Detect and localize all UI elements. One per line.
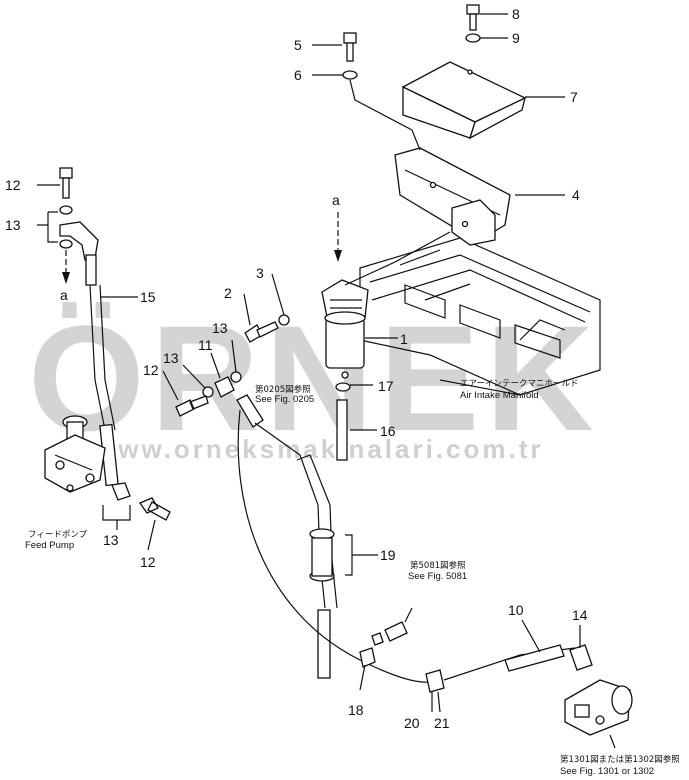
callout-12-top: 12 xyxy=(5,177,21,193)
callout-2: 2 xyxy=(224,285,232,301)
fig1301-label-en: See Fig. 1301 or 1302 xyxy=(560,766,654,777)
watermark-url: www.orneksmakinalari.com.tr xyxy=(94,434,544,464)
bolt-12b xyxy=(175,395,209,417)
callout-3: 3 xyxy=(256,265,264,281)
banjo-fitting xyxy=(59,221,99,261)
bolt-path-5 xyxy=(349,79,421,151)
callout-4: 4 xyxy=(572,187,580,203)
fitting-20 xyxy=(425,669,445,693)
callout-8: 8 xyxy=(512,6,520,22)
mounting-bracket xyxy=(394,147,511,246)
fitting-13d xyxy=(111,482,131,501)
fig0205-label-jp: 第0205図参照 xyxy=(255,384,311,395)
callout-13-mid: 13 xyxy=(163,350,179,366)
callout-16: 16 xyxy=(380,423,396,439)
bolt-12c xyxy=(139,497,171,521)
callout-21: 21 xyxy=(434,715,450,731)
drain-tube xyxy=(317,609,331,679)
callout-7: 7 xyxy=(570,89,578,105)
clip-18 xyxy=(359,647,376,668)
fitting-5081 xyxy=(384,621,408,642)
air-intake-manifold xyxy=(359,237,601,396)
callout-10: 10 xyxy=(508,602,524,618)
callout-18: 18 xyxy=(348,702,364,718)
elbow-14 xyxy=(569,644,593,671)
manifold-label-en: Air Intake Manifold xyxy=(460,390,539,401)
washer-13c xyxy=(202,386,214,398)
callout-1: 1 xyxy=(400,331,408,347)
clip-17 xyxy=(335,382,351,392)
view-arrow-top-head xyxy=(334,250,342,262)
feedpump-label-en: Feed Pump xyxy=(25,540,74,551)
hose-end-upper xyxy=(236,394,264,428)
callouts: 1 2 3 4 5 6 7 8 9 10 11 12 12 12 13 13 1… xyxy=(5,6,588,731)
callout-12-mid: 12 xyxy=(143,362,159,378)
view-arrow-left-head xyxy=(62,272,70,284)
drain-line xyxy=(237,409,431,683)
arrow-5081 xyxy=(404,607,413,623)
view-marker-left: a xyxy=(60,287,68,303)
leader-lines xyxy=(37,13,616,749)
feed-pump xyxy=(44,415,106,493)
callout-15: 15 xyxy=(140,289,156,305)
callout-19: 19 xyxy=(380,547,396,563)
callout-5: 5 xyxy=(294,37,302,53)
tube-10 xyxy=(504,644,565,672)
washer-13a-top xyxy=(59,205,73,215)
callout-17: 17 xyxy=(378,378,394,394)
fuel-filter xyxy=(321,231,451,379)
hose-15 xyxy=(89,284,106,431)
washer-9 xyxy=(465,33,481,43)
washer-6 xyxy=(342,70,358,80)
callout-6: 6 xyxy=(294,67,302,83)
tube-16 xyxy=(336,399,348,461)
cover-plate xyxy=(401,61,527,140)
manifold-label-jp: エアーインテークマニホールド xyxy=(460,379,579,389)
view-marker-top: a xyxy=(332,192,340,208)
callout-9: 9 xyxy=(512,30,520,46)
callout-13-bottom: 13 xyxy=(103,532,119,548)
hose-clamps-19 xyxy=(309,528,335,582)
right-pump xyxy=(564,679,633,736)
fig5081-label-jp: 第5081図参照 xyxy=(410,560,466,571)
washer-3 xyxy=(278,314,290,326)
fitting-11 xyxy=(214,376,235,398)
callout-12-bottom: 12 xyxy=(140,554,156,570)
washer-13b xyxy=(230,371,242,383)
fig0205-label-en: See Fig. 0205 xyxy=(255,394,314,405)
bolt-8 xyxy=(466,4,480,31)
bolt-2 xyxy=(244,321,279,343)
callout-13-left: 13 xyxy=(5,217,21,233)
callout-11: 11 xyxy=(198,337,213,353)
fig5081-label-en: See Fig. 5081 xyxy=(408,571,467,582)
annotations: エアーインテークマニホールド Air Intake Manifold 第0205… xyxy=(25,379,680,777)
fig1301-label-jp: 第1301図または第1302図参照 xyxy=(560,754,680,765)
callout-14: 14 xyxy=(572,607,588,623)
feedpump-label-jp: フィードポンプ xyxy=(28,530,88,540)
callout-20: 20 xyxy=(404,715,420,731)
bolt-5 xyxy=(343,32,357,62)
bolt-12a xyxy=(59,167,73,199)
washer-13a-bottom xyxy=(59,239,73,249)
hose-15-end xyxy=(85,254,97,286)
callout-13-upper: 13 xyxy=(212,320,228,336)
